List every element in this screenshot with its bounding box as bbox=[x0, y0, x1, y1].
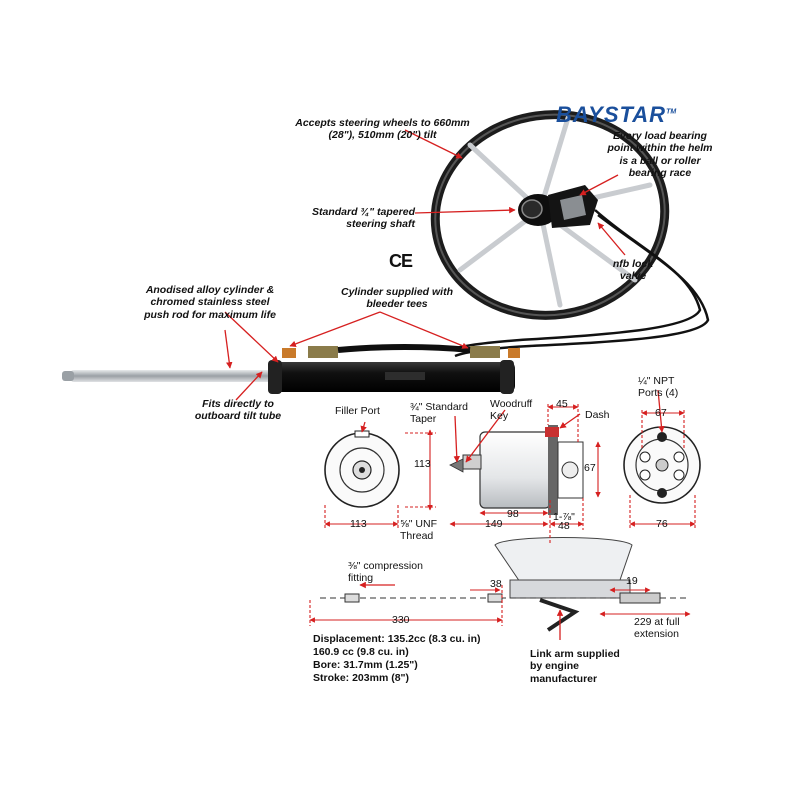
trademark-mark: TM bbox=[666, 108, 677, 116]
dim-45: 45 bbox=[556, 398, 568, 410]
dim-76: 76 bbox=[656, 518, 668, 530]
dim-38: 38 bbox=[490, 578, 502, 590]
spec-displacement-alt: 160.9 cc (9.8 cu. in) bbox=[313, 646, 409, 658]
dim-67-rear: 67 bbox=[655, 407, 667, 419]
callout-lock-valve: nfb lock valve bbox=[612, 258, 654, 283]
dim-1-7-8: 1-⅞" bbox=[553, 511, 575, 523]
callout-tapered-shaft: Standard ¾" tapered steering shaft bbox=[311, 206, 415, 231]
ce-mark: CE bbox=[389, 251, 413, 271]
dim-229: 229 at full extension bbox=[634, 616, 680, 641]
dim-113-width: 113 bbox=[350, 518, 367, 530]
dim-113-height: 113 bbox=[414, 458, 431, 470]
helm-side-view bbox=[449, 425, 584, 515]
spec-bore: Bore: 31.7mm (1.25") bbox=[313, 659, 418, 671]
label-dash: Dash bbox=[585, 409, 610, 421]
label-unf-thread: ⅝" UNF Thread bbox=[400, 518, 437, 543]
label-npt-ports: ¼" NPT Ports (4) bbox=[638, 375, 679, 400]
engine-mount-view bbox=[320, 537, 690, 632]
baystar-logo: BAYSTARTM bbox=[556, 102, 676, 128]
helm-rear-view bbox=[623, 426, 701, 504]
callout-tilt-tube: Fits directly to outboard tilt tube bbox=[194, 398, 282, 423]
dim-149: 149 bbox=[485, 518, 503, 530]
callout-bleeder-tees: Cylinder supplied with bleeder tees bbox=[340, 286, 453, 311]
callout-arrows bbox=[224, 129, 665, 640]
spec-stroke: Stroke: 203mm (8") bbox=[313, 672, 410, 684]
dim-67-side: 67 bbox=[584, 462, 596, 474]
label-compression-fitting: ⅜" compression fitting bbox=[348, 560, 423, 585]
label-filler-port: Filler Port bbox=[335, 405, 380, 417]
steering-wheel bbox=[430, 110, 710, 358]
callout-steering-wheel: Accepts steering wheels to 660mm (28"), … bbox=[295, 117, 470, 142]
dim-19: 19 bbox=[626, 575, 638, 587]
spec-displacement: Displacement: 135.2cc (8.3 cu. in) bbox=[313, 633, 481, 645]
hydraulic-cylinder bbox=[62, 344, 520, 394]
label-woodruff-key: Woodruff Key bbox=[490, 398, 533, 423]
label-standard-taper: ¾" Standard Taper bbox=[410, 401, 469, 426]
label-link-arm: Link arm supplied by engine manufacturer bbox=[530, 648, 620, 685]
callout-bearing: Every load bearing point within the helm… bbox=[607, 130, 713, 180]
dim-98: 98 bbox=[507, 508, 519, 520]
helm-front-view bbox=[324, 430, 400, 508]
dimension-lines bbox=[309, 404, 696, 626]
dim-330: 330 bbox=[392, 614, 410, 626]
dim-48: 48 bbox=[558, 520, 570, 532]
logo-text: BAYSTAR bbox=[556, 102, 667, 127]
callout-cylinder-material: Anodised alloy cylinder & chromed stainl… bbox=[144, 284, 276, 321]
